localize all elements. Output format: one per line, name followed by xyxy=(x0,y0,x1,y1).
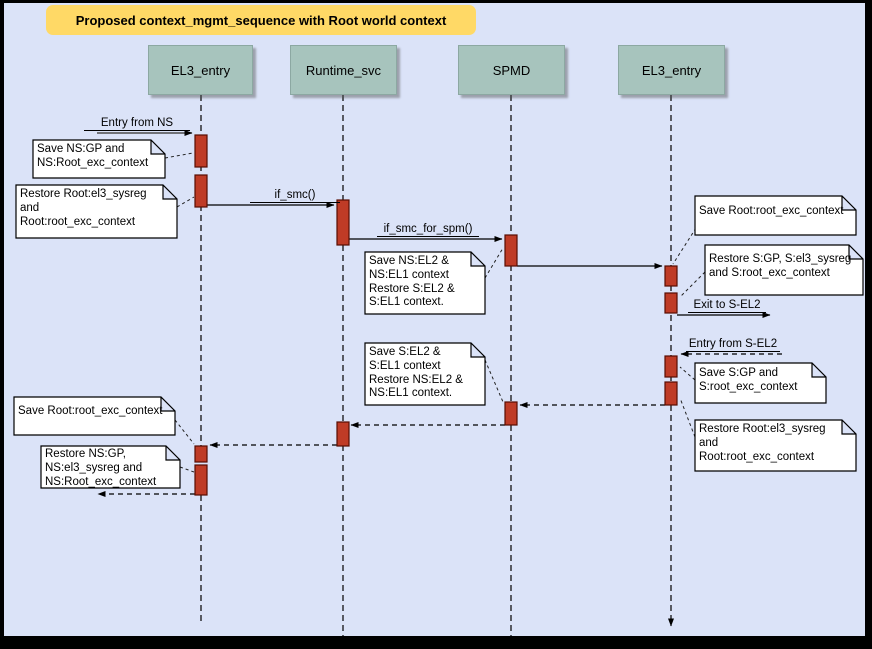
activation-el3r-3 xyxy=(664,355,678,378)
activation-spmd-1 xyxy=(504,234,518,267)
note-restore-root-sysreg-left: Restore Root:el3_sysreg and Root:root_ex… xyxy=(20,188,147,228)
activation-runtime-1 xyxy=(336,199,350,246)
activation-el3l-2 xyxy=(194,174,208,208)
activation-el3r-4 xyxy=(664,381,678,406)
note-save-ns-gp: Save NS:GP and NS:Root_exc_context xyxy=(37,143,149,169)
note-shape-save-ns-el2 xyxy=(364,251,486,315)
activation-el3l-4 xyxy=(194,464,208,496)
activation-el3l-3 xyxy=(194,445,208,463)
diagram-title: Proposed context_mgmt_sequence with Root… xyxy=(46,5,476,35)
activation-runtime-2 xyxy=(336,421,350,447)
activation-el3r-2 xyxy=(664,292,678,314)
diagram-canvas: Proposed context_mgmt_sequence with Root… xyxy=(4,3,865,636)
note-restore-ns-gp: Restore NS:GP, NS:el3_sysreg and NS:Root… xyxy=(45,448,157,488)
activation-bars xyxy=(194,134,678,496)
message-label-if-smc: if_smc() xyxy=(250,189,340,203)
note-save-ns-el2: Save NS:EL2 & NS:EL1 context Restore S:E… xyxy=(369,255,455,309)
activation-spmd-2 xyxy=(504,401,518,426)
note-shape-save-root-exc-left xyxy=(13,396,176,436)
note-shape-restore-root-sysreg-left xyxy=(15,184,178,239)
note-save-s-el2: Save S:EL2 & S:EL1 context Restore NS:EL… xyxy=(369,346,463,400)
message-label-entry-from-ns: Entry from NS xyxy=(84,117,190,131)
note-shapes xyxy=(13,139,864,489)
message-label-if-smc-for-spm: if_smc_for_spm() xyxy=(377,223,479,237)
lifeline-header-el3-entry-right: EL3_entry xyxy=(618,45,725,95)
note-restore-s-gp: Restore S:GP, S:el3_sysreg and S:root_ex… xyxy=(709,253,852,279)
note-save-root-exc-left: Save Root:root_exc_context xyxy=(18,405,163,417)
note-save-root-exc-right: Save Root:root_exc_context xyxy=(699,205,844,217)
lifeline-label: EL3_entry xyxy=(641,62,702,78)
lifeline-header-el3-entry-left: EL3_entry xyxy=(148,45,253,95)
lifeline-label: SPMD xyxy=(492,62,531,78)
message-label-entry-from-s-el2: Entry from S-EL2 xyxy=(686,338,780,352)
note-restore-root-sysreg-right: Restore Root:el3_sysreg and Root:root_ex… xyxy=(699,423,826,463)
note-shape-restore-ns-gp xyxy=(40,445,181,489)
note-save-s-gp: Save S:GP and S:root_exc_context xyxy=(699,367,798,393)
note-shape-save-root-exc-right xyxy=(694,195,857,236)
activation-el3r-1 xyxy=(664,265,678,287)
lifeline-label: EL3_entry xyxy=(170,62,231,78)
note-connectors xyxy=(164,152,706,473)
message-label-exit-to-s-el2: Exit to S-EL2 xyxy=(688,299,766,313)
note-shape-save-ns-gp xyxy=(32,139,166,179)
lifeline-header-spmd: SPMD xyxy=(458,45,565,95)
note-shape-save-s-el2 xyxy=(364,342,486,406)
lifeline-label: Runtime_svc xyxy=(305,62,382,78)
note-shape-restore-root-sysreg-right xyxy=(694,419,857,472)
activation-el3l-1 xyxy=(194,134,208,168)
note-shape-restore-s-gp xyxy=(704,244,864,296)
lifeline-header-runtime-svc: Runtime_svc xyxy=(290,45,397,95)
note-shape-save-s-gp xyxy=(694,362,827,404)
